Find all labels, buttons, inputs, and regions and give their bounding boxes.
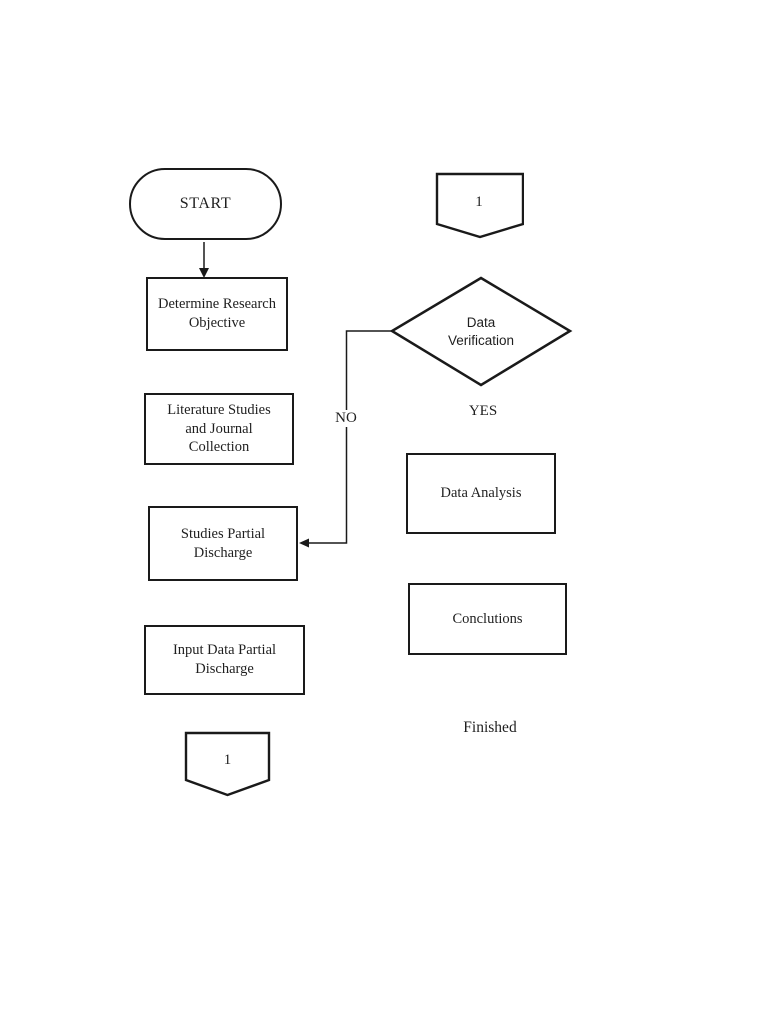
node-finished-label: Finished: [463, 719, 517, 736]
edge-no-to-studies: [299, 330, 392, 548]
edge-start-to-determine: [199, 242, 209, 278]
node-data-verification-label: Data Verification: [447, 314, 515, 348]
node-start: START: [129, 168, 282, 240]
node-studies-partial-discharge-label: Studies Partial Discharge: [180, 525, 266, 561]
node-page-connector-bottom: 1: [183, 731, 272, 797]
node-data-analysis: Data Analysis: [406, 453, 556, 534]
node-determine-objective: Determine Research Objective: [146, 277, 288, 351]
edge-label-no: NO: [324, 410, 368, 427]
node-data-verification: Data Verification: [389, 275, 573, 389]
off-page-connector-shape: [184, 731, 271, 797]
node-input-data-partial-discharge: Input Data Partial Discharge: [144, 625, 305, 695]
node-page-connector-top-label: 1: [475, 193, 483, 210]
node-conclutions-label: Conclutions: [452, 610, 523, 627]
off-page-connector-shape: [435, 172, 524, 239]
decision-diamond-shape: [389, 276, 573, 387]
node-page-connector-bottom-label: 1: [223, 751, 232, 768]
node-data-analysis-label: Data Analysis: [440, 485, 522, 502]
node-input-data-partial-discharge-label: Input Data Partial Discharge: [172, 642, 277, 677]
node-literature-studies: Literature Studies and Journal Collectio…: [144, 393, 294, 465]
node-start-label: START: [179, 194, 232, 212]
edge-label-yes: YES: [445, 403, 521, 420]
node-conclutions: Conclutions: [408, 583, 567, 655]
node-studies-partial-discharge: Studies Partial Discharge: [148, 506, 298, 581]
node-literature-studies-label: Literature Studies and Journal Collectio…: [167, 402, 271, 456]
node-determine-objective-label: Determine Research Objective: [158, 296, 276, 331]
node-page-connector-top: 1: [434, 172, 524, 240]
